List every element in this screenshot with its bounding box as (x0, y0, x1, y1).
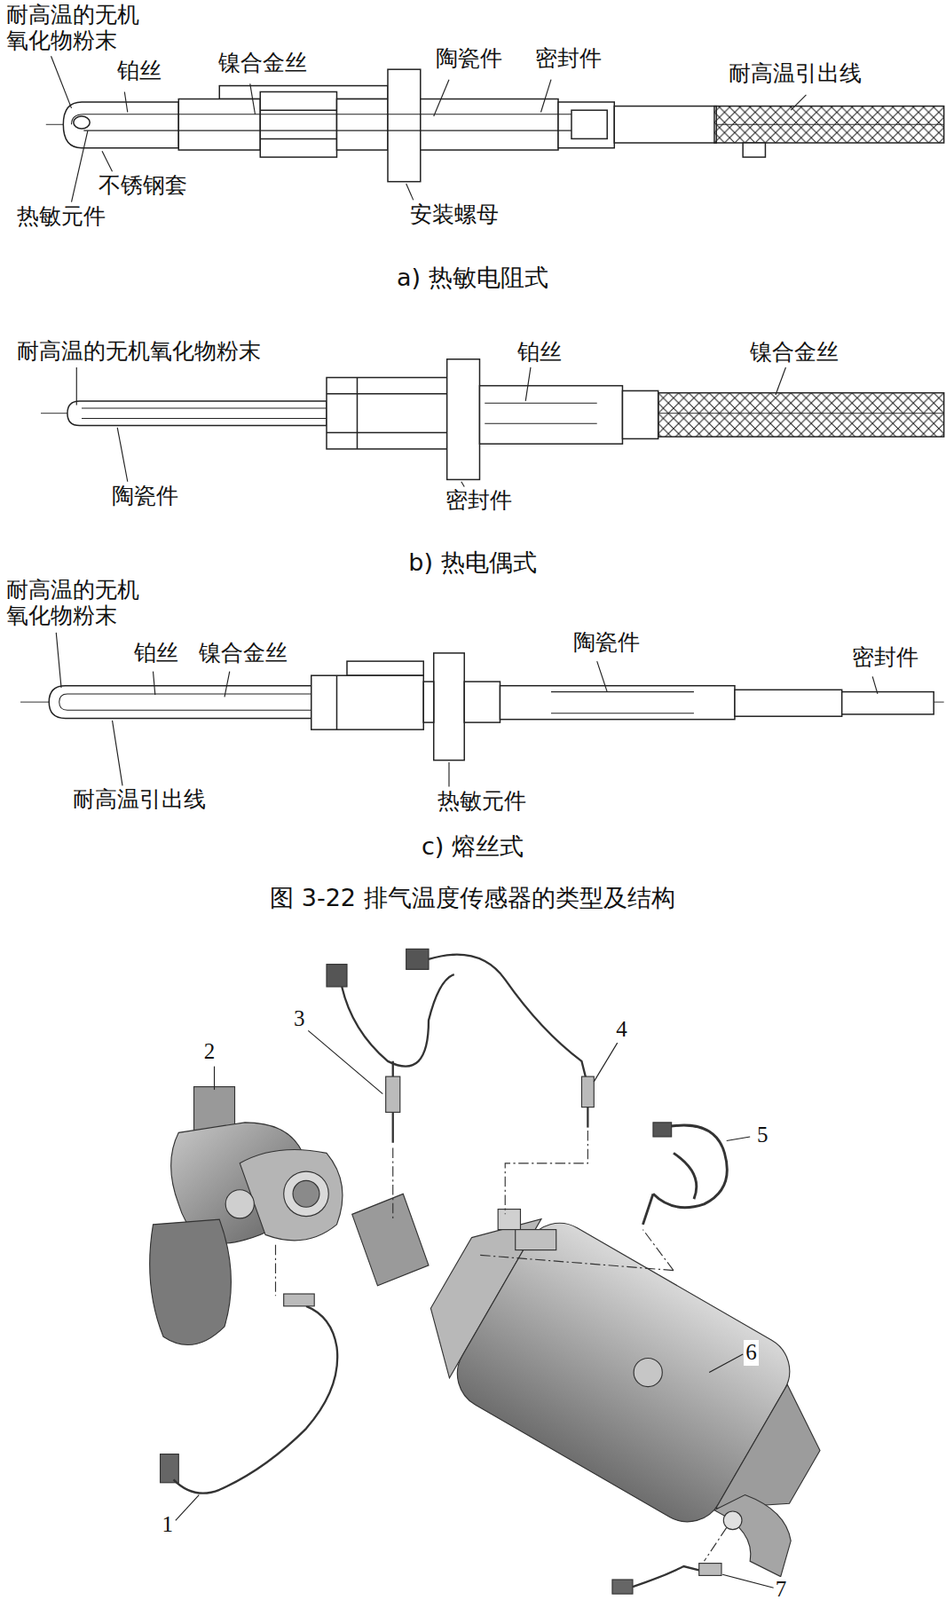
part-label: 镍合金丝 (216, 50, 309, 77)
part-label: 耐高温的无机氧化物粉末 (15, 338, 263, 365)
figure-caption: 图 3-22 排气温度传感器的类型及结构 (268, 883, 677, 912)
assembly-lines (275, 1130, 726, 1561)
part-label: 镍合金丝 (748, 339, 841, 366)
sub-caption: c) 熔丝式 (419, 832, 526, 860)
callout-leaders (175, 1030, 774, 1588)
part-label: 热敏元件 (15, 204, 108, 230)
part-label: 陶瓷件 (433, 46, 505, 72)
leader-lines (51, 55, 807, 202)
sub-caption: a) 热敏电阻式 (394, 263, 551, 292)
leader-lines (55, 632, 878, 788)
leader-lines (76, 367, 786, 488)
part-label: 铂丝 (515, 339, 564, 366)
callout-number: 2 (202, 1039, 218, 1065)
sub-caption: b) 热电偶式 (406, 548, 538, 576)
exhaust-sensors (160, 948, 728, 1594)
part-label: 安装螺母 (408, 202, 501, 229)
callout-number: 6 (743, 1340, 759, 1366)
part-label: 密封件 (443, 488, 514, 514)
part-label: 耐高温的无机 氧化物粉末 (4, 2, 144, 55)
fuse-sensor (20, 653, 945, 761)
particulate-filter (352, 1184, 856, 1577)
thermocouple-sensor (40, 359, 945, 481)
part-label: 镍合金丝 (197, 640, 290, 667)
part-label: 不锈钢套 (96, 173, 190, 199)
callout-number: 3 (291, 1006, 308, 1033)
part-label: 耐高温引出线 (70, 787, 208, 813)
part-label: 密封件 (850, 645, 921, 671)
part-label: 密封件 (533, 46, 604, 72)
part-label: 铂丝 (115, 58, 164, 85)
part-label: 铂丝 (132, 640, 181, 667)
part-label: 耐高温的无机 氧化物粉末 (4, 577, 144, 630)
part-label: 热敏元件 (435, 788, 529, 815)
turbocharger (149, 1087, 343, 1346)
part-label: 耐高温引出线 (726, 61, 864, 87)
part-label: 陶瓷件 (110, 483, 181, 510)
callout-number: 4 (614, 1016, 630, 1043)
part-label: 陶瓷件 (571, 630, 642, 656)
callout-number: 1 (160, 1512, 176, 1538)
callout-number: 5 (755, 1122, 771, 1149)
callout-number: 7 (773, 1576, 789, 1600)
